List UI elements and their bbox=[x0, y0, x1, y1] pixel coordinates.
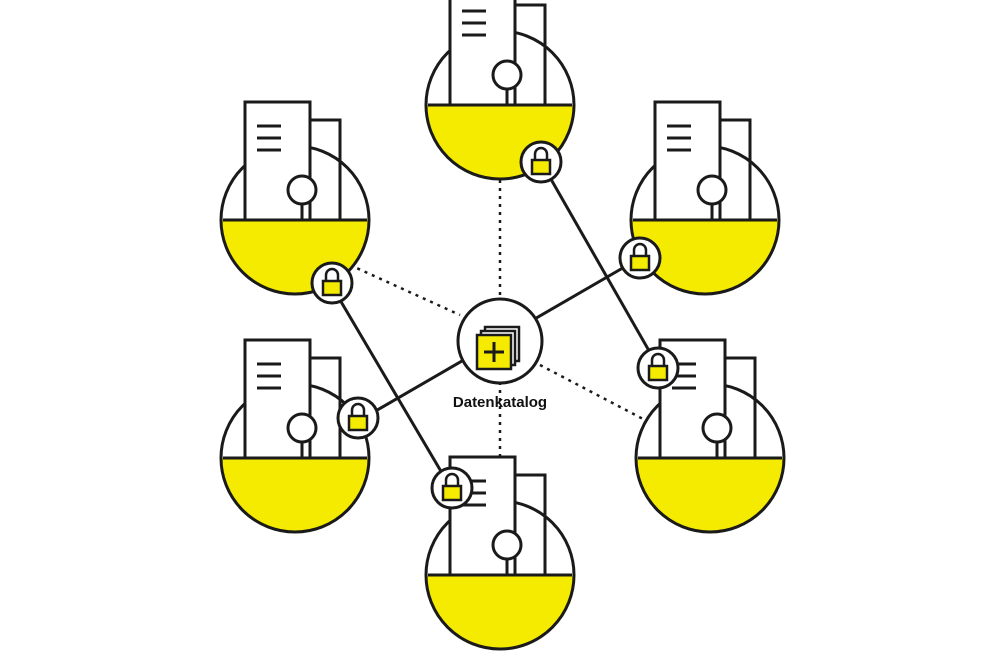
dotted-line-top-left bbox=[349, 263, 461, 317]
lock-icon bbox=[430, 466, 474, 510]
lock-icon bbox=[336, 396, 380, 440]
data-catalog-icon bbox=[456, 297, 544, 385]
hub-label: Datenkatalog bbox=[452, 394, 548, 411]
solid-line-top-to-bottom-right bbox=[538, 159, 662, 371]
solid-line-top-left-to-bottom bbox=[328, 282, 454, 491]
dotted-line-bottom-right bbox=[539, 363, 646, 422]
lock-icon bbox=[636, 346, 680, 390]
lock-icon bbox=[519, 140, 563, 184]
lock-icon bbox=[618, 236, 662, 280]
lock-icon bbox=[310, 261, 354, 305]
building-icon bbox=[221, 102, 369, 294]
